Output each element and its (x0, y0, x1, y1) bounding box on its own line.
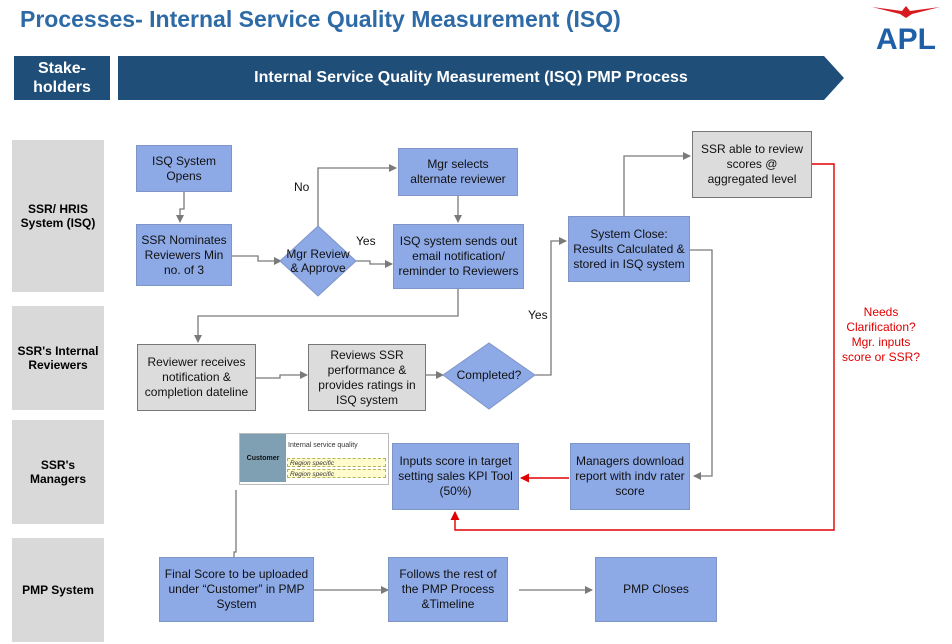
stakeholders-header: Stake-holders (14, 56, 110, 100)
completed-decision (442, 342, 536, 410)
lane-managers: SSR's Managers (12, 420, 104, 524)
ssr-review-scores-box: SSR able to review scores @ aggregated l… (692, 131, 812, 198)
reviewer-receives-box: Reviewer receives notification & complet… (137, 344, 256, 411)
mini-row-2: Region specific (287, 458, 386, 467)
logo-text: APL (876, 23, 936, 52)
mgr-review-decision (279, 225, 357, 297)
isq-sends-box: ISQ system sends out email notification/… (393, 224, 524, 289)
system-close-box: System Close: Results Calculated & store… (568, 216, 690, 282)
inputs-score-box: Inputs score in target setting sales KPI… (392, 443, 519, 510)
no-label: No (294, 180, 310, 194)
process-header: Internal Service Quality Measurement (IS… (118, 56, 824, 100)
lane-pmp-system: PMP System (12, 538, 104, 642)
managers-download-box: Managers download report with indv rater… (570, 443, 690, 510)
apl-logo: APL (866, 2, 946, 56)
needs-clarification-label: Needs Clarification? Mgr. inputs score o… (841, 305, 921, 364)
header-arrow-icon (824, 56, 844, 100)
lane-ssr-hris: SSR/ HRIS System (ISQ) (12, 140, 104, 292)
pmp-closes-box: PMP Closes (595, 557, 717, 622)
yes-completed-label: Yes (528, 308, 548, 322)
lane-internal-reviewers: SSR's Internal Reviewers (12, 306, 104, 410)
yes-mgr-label: Yes (356, 234, 376, 248)
mini-row-3: Region specific (287, 469, 386, 478)
mgr-review-label: Mgr Review & Approve (286, 247, 350, 275)
completed-label: Completed? (456, 368, 522, 382)
isq-system-opens-box: ISQ System Opens (136, 145, 232, 192)
page-title: Processes- Internal Service Quality Meas… (20, 6, 621, 32)
follows-rest-box: Follows the rest of the PMP Process &Tim… (388, 557, 508, 622)
reviews-ssr-box: Reviews SSR performance & provides ratin… (308, 344, 426, 411)
kpi-tool-thumbnail: Customer Internal service quality Region… (239, 433, 389, 485)
mgr-selects-box: Mgr selects alternate reviewer (398, 148, 518, 196)
ssr-nominates-box: SSR Nominates Reviewers Min no. of 3 (136, 224, 232, 286)
mini-customer-cell: Customer (240, 434, 286, 482)
mini-row-1: Internal service quality (288, 442, 358, 449)
final-score-box: Final Score to be uploaded under “Custom… (159, 557, 314, 622)
